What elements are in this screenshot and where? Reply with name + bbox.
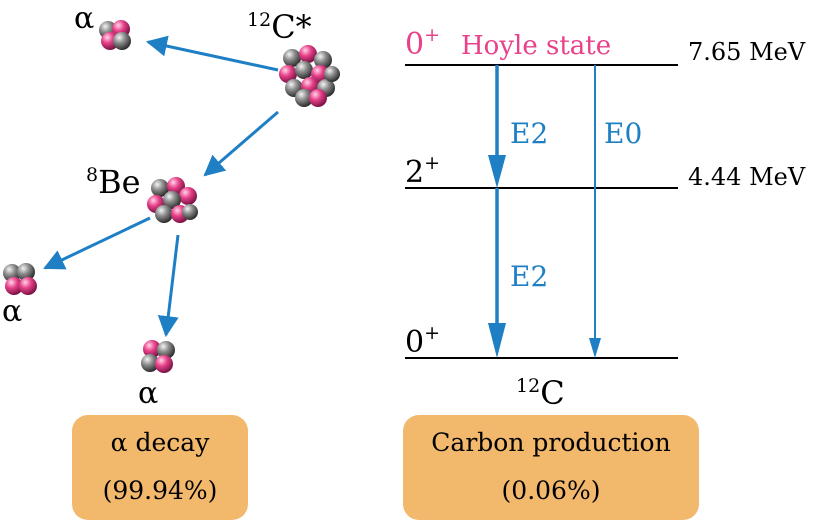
arrow-be-to-alpha-left [43, 216, 151, 270]
beryllium-nucleus-icon [147, 177, 198, 223]
carbon-production-box: Carbon production (0.06%) [403, 415, 699, 520]
alpha-particle-top-icon [99, 20, 131, 50]
transition-e0-head [589, 338, 601, 358]
transition-arrows [488, 65, 601, 358]
hoyle-spin-label: 0+ [405, 24, 440, 62]
decay-arrows [43, 35, 279, 338]
alpha-label-left: α [2, 294, 22, 329]
hoyle-state-name: Hoyle state [461, 31, 611, 61]
carbon-star-mass-number: 12 [247, 9, 271, 31]
level-2plus-energy-label: 4.44 MeV [688, 163, 806, 191]
transition-e2-upper-head [488, 155, 506, 188]
level-2plus-spin-label: 2+ [405, 152, 440, 190]
alpha-particle-bottom-icon [141, 340, 175, 373]
energy-levels [405, 64, 678, 359]
hoyle-energy-label: 7.65 MeV [688, 38, 806, 66]
beryllium-mass-number: 8 [86, 164, 98, 186]
alpha-particle-left-icon [3, 263, 37, 295]
ground-symbol: C [540, 374, 564, 412]
transition-label-e2-lower: E2 [510, 260, 548, 293]
beryllium-symbol: Be [98, 163, 140, 201]
ground-mass-number: 12 [516, 375, 540, 397]
beryllium-label: 8Be [86, 163, 141, 201]
carbon-production-title: Carbon production [431, 428, 671, 457]
arrow-c-to-be [203, 110, 279, 177]
carbon-star-label: 12C* [247, 8, 312, 46]
arrow-be-to-alpha-bottom [157, 234, 180, 338]
alpha-label-top: α [74, 1, 94, 36]
transition-e2-lower-head [488, 323, 506, 358]
carbon-nucleus-icon [279, 45, 340, 107]
alpha-decay-ratio: (99.94%) [102, 476, 218, 505]
ground-nucleus-label: 12C [516, 374, 565, 412]
carbon-production-ratio: (0.06%) [501, 476, 601, 505]
transition-label-e2-upper: E2 [510, 117, 548, 150]
ground-spin-label: 0+ [405, 322, 440, 360]
alpha-decay-box: α decay (99.94%) [72, 415, 248, 520]
arrow-c-to-alpha [145, 35, 279, 72]
alpha-decay-title: α decay [110, 428, 210, 457]
transition-label-e0: E0 [604, 117, 642, 150]
carbon-star-symbol: C* [271, 8, 311, 46]
alpha-label-bottom: α [138, 376, 158, 411]
